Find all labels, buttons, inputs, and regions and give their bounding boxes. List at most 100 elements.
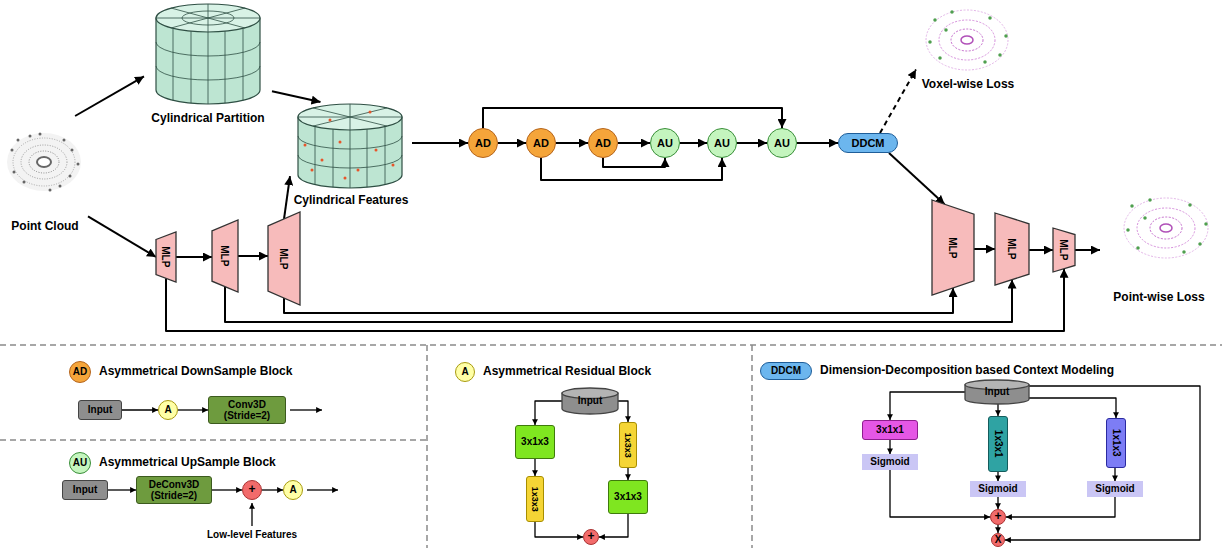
- conv-1x3x3: 1x3x3: [619, 422, 637, 468]
- block-label: AU: [774, 137, 790, 150]
- block-label: Sigmoid: [870, 456, 909, 468]
- mlp-layer: MLP: [212, 220, 238, 292]
- block-heading: Asymmetrical DownSample Block: [99, 365, 292, 379]
- block-label: +: [248, 483, 255, 497]
- loss-ring: [1124, 198, 1208, 258]
- block-label: Input: [578, 395, 602, 407]
- connector: [535, 522, 583, 537]
- a-block: A: [158, 400, 178, 420]
- deconv3d-box: DeConv3D (Stride=2): [136, 476, 212, 504]
- scan-ring: [21, 145, 67, 179]
- block-label: 3x1x3: [614, 491, 642, 503]
- point-cloud: Point Cloud: [2, 116, 88, 234]
- mlp-layer: MLP: [932, 200, 974, 295]
- trapezoid-body: [156, 232, 176, 282]
- block-label: AD: [475, 137, 491, 150]
- block-label: DeConv3D (Stride=2): [140, 479, 208, 502]
- cylindrical-partition: Cylindrical Partition: [144, 2, 272, 126]
- connector: [88, 216, 156, 257]
- connector: [541, 158, 722, 180]
- block-label: MLP: [278, 248, 290, 269]
- connector: [483, 108, 782, 128]
- loss-ring: [926, 10, 1008, 70]
- connector: [534, 459, 535, 476]
- block-heading: Dimension-Decomposition based Context Mo…: [820, 364, 1114, 378]
- trapezoid-body: [995, 213, 1029, 285]
- au-block: AU: [767, 128, 797, 158]
- connector: [176, 256, 212, 258]
- block-label: A: [289, 484, 296, 496]
- scan-ring: [29, 151, 59, 173]
- block-label: AD: [533, 137, 549, 150]
- scan-ring: [13, 138, 75, 186]
- loss-points: [930, 12, 1006, 62]
- connector: [603, 158, 665, 167]
- ad-block: AD: [468, 128, 498, 158]
- a-block: A: [283, 480, 303, 500]
- conv-1x3x3: 1x3x3: [526, 476, 544, 522]
- block-label: MLP: [160, 246, 172, 267]
- block-label: DDCM: [852, 137, 885, 150]
- legend-ad: ADAsymmetrical DownSample Block: [69, 361, 91, 383]
- block-label: AU: [657, 137, 673, 150]
- point-loss: Point-wise Loss: [1100, 190, 1218, 305]
- connector: [122, 409, 158, 410]
- connector: [1114, 468, 1115, 481]
- block-label: A: [164, 404, 171, 416]
- connector: [997, 525, 998, 533]
- connector: [1029, 249, 1053, 251]
- sigmoid-label: Sigmoid: [862, 454, 918, 470]
- divider: [426, 345, 428, 548]
- connector: [680, 142, 707, 144]
- block-label: MLP: [1058, 239, 1070, 260]
- block-label: AU: [714, 137, 730, 150]
- block-heading: Asymmetrical UpSample Block: [99, 456, 276, 470]
- connector: [238, 255, 268, 257]
- block-label: Sigmoid: [1095, 483, 1134, 495]
- feature-points: [305, 112, 393, 178]
- output-arrow: [307, 489, 338, 490]
- connector: [618, 142, 650, 144]
- connector: [737, 142, 767, 144]
- block-label: AU: [73, 457, 87, 469]
- ddcm-block: DDCM: [838, 133, 898, 153]
- cylindrical-features: Cylindrical Features: [290, 102, 412, 208]
- loss-ring: [939, 20, 995, 60]
- block-label: 3x1x1: [876, 424, 904, 436]
- trapezoid-body: [268, 212, 300, 305]
- connector: [272, 91, 321, 102]
- connector: [997, 404, 998, 416]
- point-cloud-ground: [7, 133, 81, 191]
- scan-points: [12, 134, 78, 190]
- connector: [75, 76, 144, 116]
- connector: [556, 142, 588, 144]
- connector: [108, 489, 136, 490]
- connector: [498, 142, 526, 144]
- block-label: DDCM: [771, 365, 801, 377]
- connector: [178, 409, 208, 410]
- block-label: Conv3D (Stride=2): [212, 399, 282, 422]
- loss-hole: [961, 36, 973, 44]
- connector: [627, 468, 628, 480]
- connector: [1006, 497, 1115, 517]
- input-cylinder: Input: [965, 380, 1029, 404]
- caption: Cylindrical Partition: [151, 112, 264, 126]
- add-op: +: [242, 480, 262, 500]
- block-label: Input: [985, 386, 1009, 398]
- add-op: +: [990, 509, 1006, 525]
- conv-1x3x1: 1x3x1: [988, 416, 1008, 472]
- connector: [997, 472, 998, 481]
- block-label: MLP: [219, 245, 231, 266]
- output-arrow: [290, 409, 322, 410]
- conv-3x1x3: 3x1x3: [608, 480, 648, 514]
- input-cylinder: Input: [562, 388, 618, 414]
- block-label: 1x1x3: [1110, 429, 1122, 457]
- block-label: 1x3x3: [623, 432, 633, 457]
- block-label: +: [994, 510, 1001, 524]
- connector: [535, 401, 562, 425]
- ad-block: AD: [526, 128, 556, 158]
- connector: [284, 176, 290, 219]
- connector: [1005, 386, 1200, 540]
- au-block: AU: [707, 128, 737, 158]
